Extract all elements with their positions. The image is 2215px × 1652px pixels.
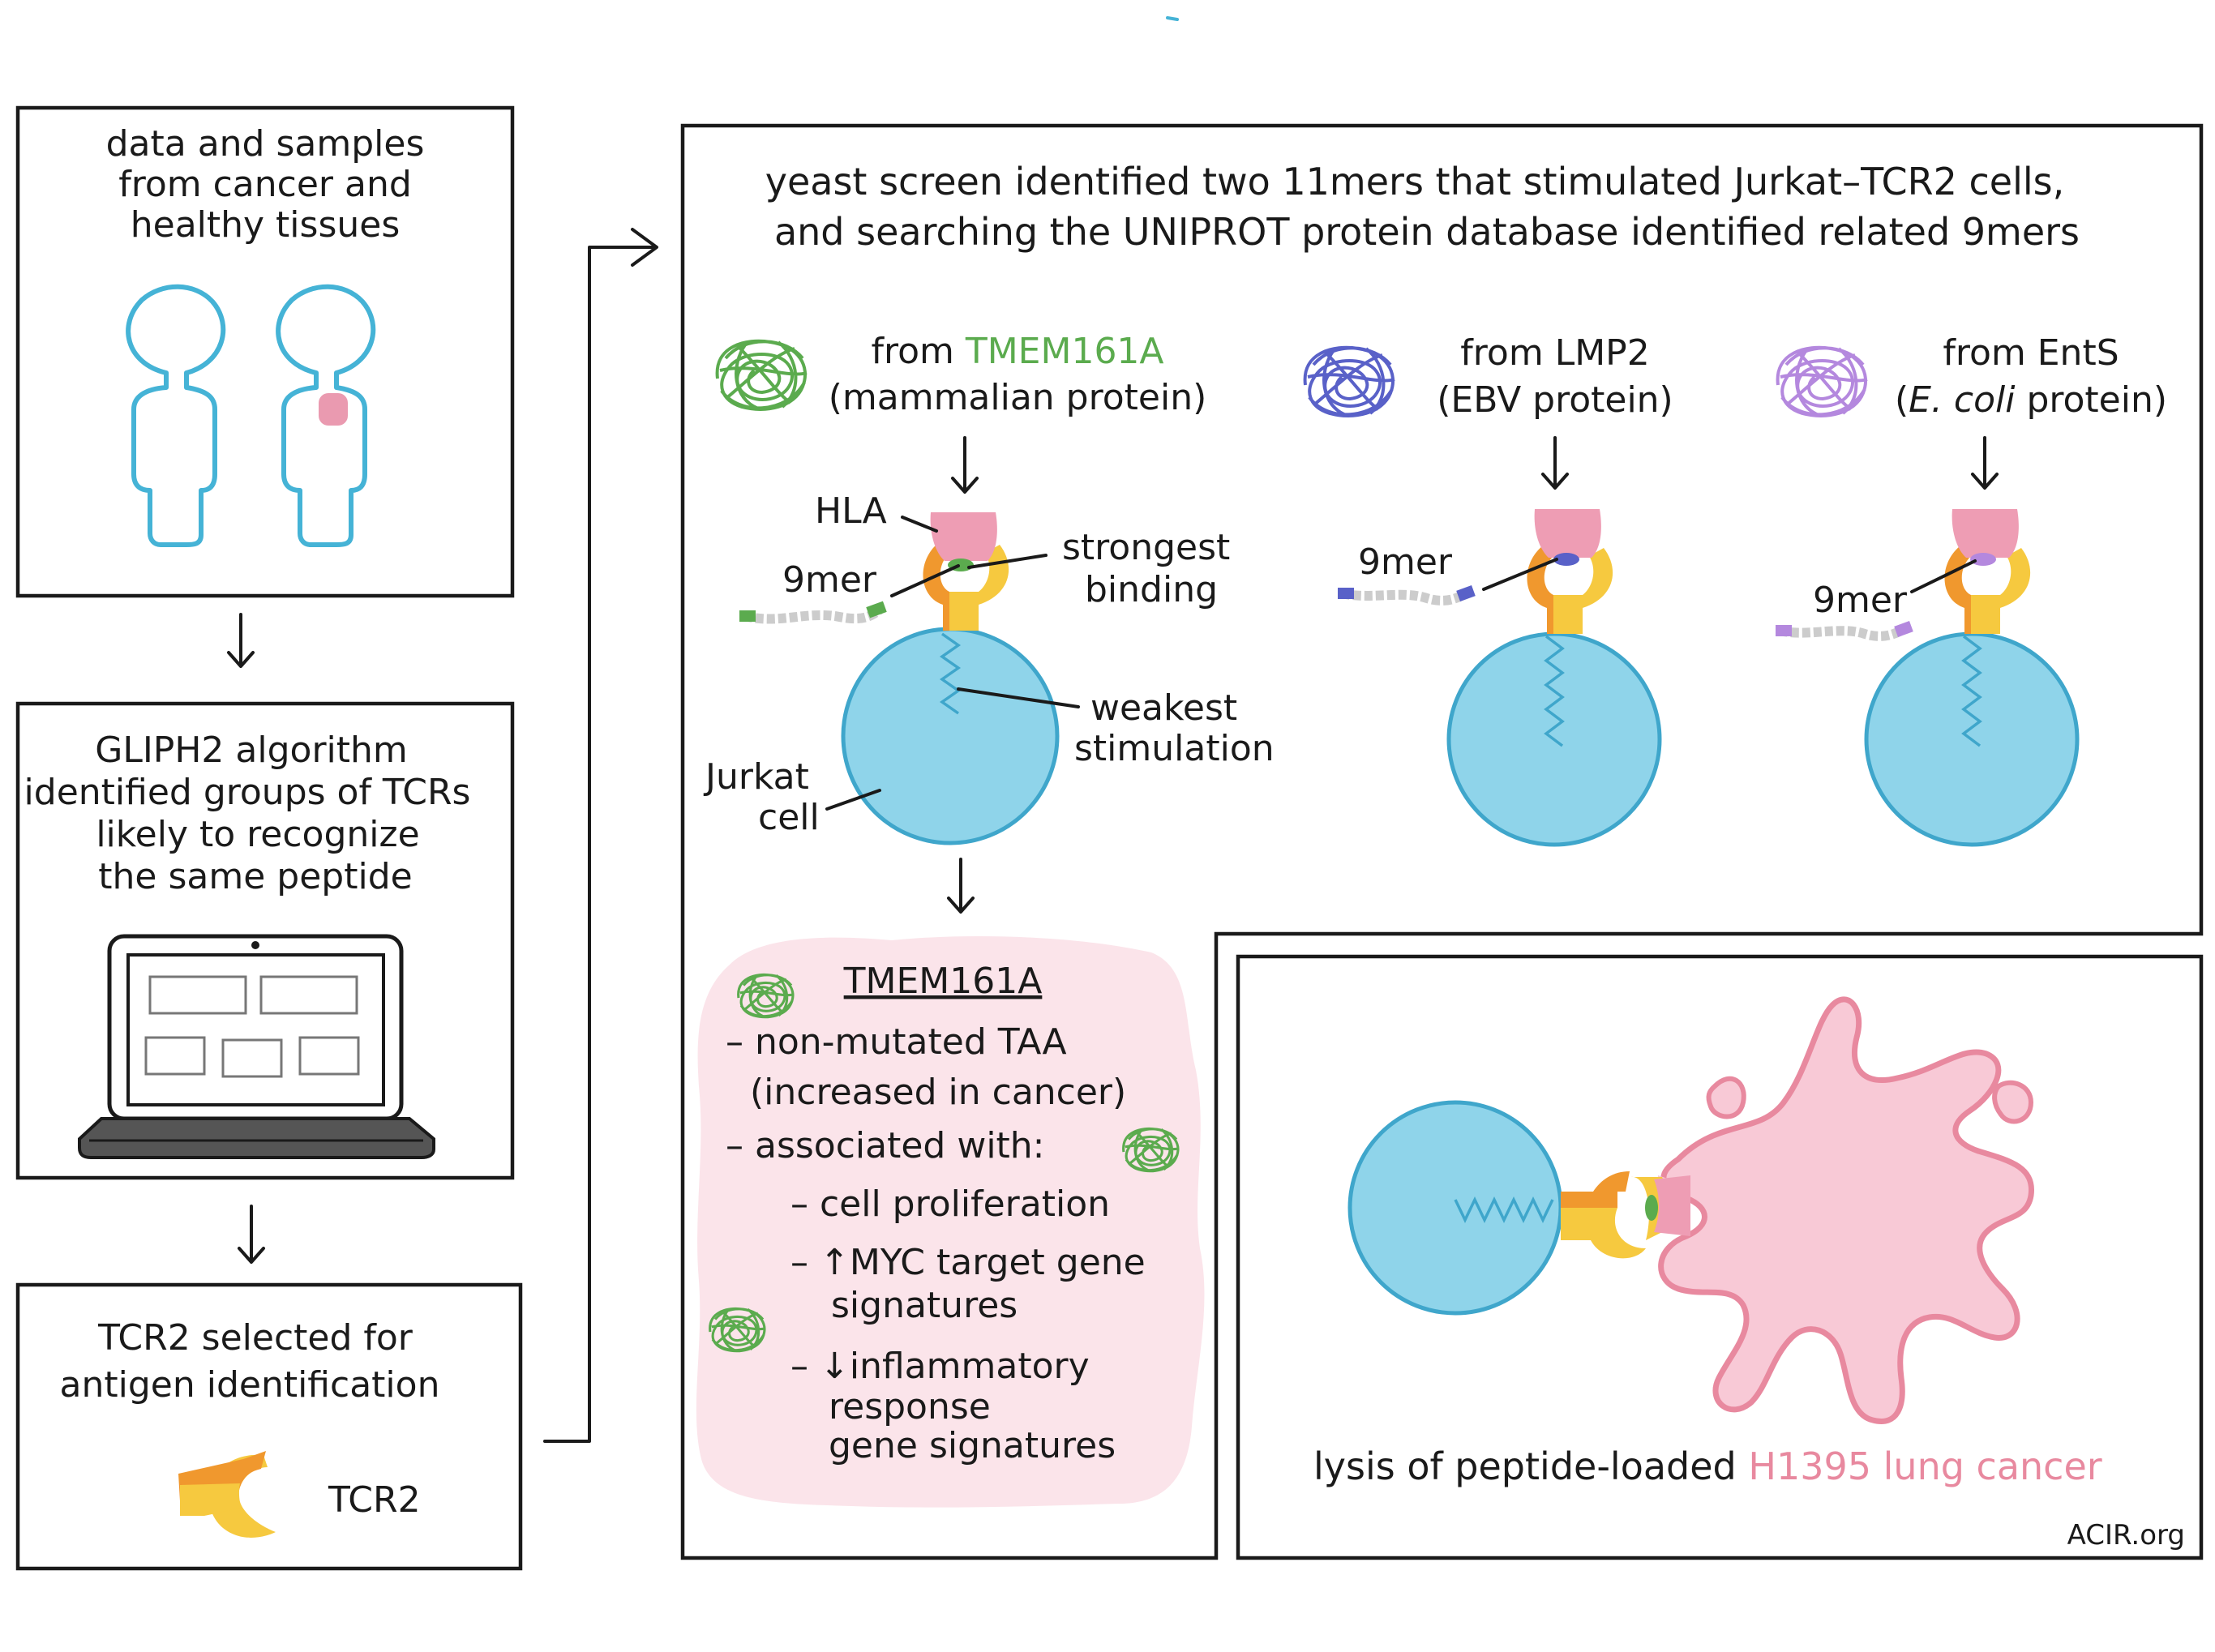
- peptide-2: [1553, 553, 1579, 566]
- source-2-desc: (EBV protein): [1437, 379, 1673, 421]
- gliph-line-1: GLIPH2 algorithm: [95, 730, 408, 771]
- arrow-source-2: [1541, 436, 1569, 490]
- ninemer-label-2: 9mer: [1358, 541, 1453, 583]
- healthy-person-icon: [126, 284, 226, 547]
- tmem-item-8: response: [829, 1386, 991, 1427]
- weakest-label-2: stimulation: [1074, 728, 1275, 769]
- source-2-heading: from LMP2: [1460, 332, 1649, 374]
- jurkat-cell-lysis: [1347, 1100, 1563, 1316]
- ninemer-label-3: 9mer: [1813, 580, 1908, 621]
- ninemer-leader-3: [1910, 559, 1977, 593]
- ninemer-leader-2: [1482, 558, 1558, 591]
- arrow-source-1: [951, 436, 979, 494]
- arrow-to-tmem-box: [947, 858, 975, 914]
- lmp2-protein-icon: [1303, 345, 1396, 417]
- weakest-label-1: weakest: [1090, 687, 1237, 729]
- gliph-line-4: the same peptide: [98, 856, 412, 897]
- jurkat-label-1: Jurkat: [703, 756, 809, 798]
- tcr2-box: [15, 1282, 523, 1571]
- tmem161a-info-blob: [696, 936, 1205, 1508]
- laptop-icon: [78, 934, 435, 1159]
- tmem-item-2: (increased in cancer): [750, 1072, 1126, 1113]
- cancer-cell-icon: [1656, 996, 2035, 1424]
- lysis-caption: lysis of peptide-loaded H1395 lung cance…: [1313, 1444, 2102, 1488]
- arrow-samples-to-gliph: [227, 613, 255, 668]
- arrow-source-3: [1971, 436, 1999, 490]
- lysis-box: [1236, 954, 2204, 1560]
- jurkat-cell-3: [1864, 631, 2080, 847]
- hla-label: HLA: [815, 490, 887, 532]
- tcr-hla-interaction: [1561, 1171, 1690, 1259]
- tmem-item-3: – associated with:: [726, 1125, 1045, 1166]
- samples-line-1: data and samples: [106, 123, 425, 165]
- hla-molecule-3: [1952, 509, 2019, 558]
- screen-box: [680, 123, 2204, 1560]
- arrow-tcr2-to-screen: [543, 228, 658, 1443]
- tmem-item-6: signatures: [831, 1285, 1018, 1326]
- peptide-3: [1970, 553, 1996, 566]
- tcr-icon: [178, 1451, 276, 1538]
- tmem-item-7: – ↓inflammatory: [790, 1346, 1090, 1387]
- tcr2-line-1: TCR2 selected for: [97, 1317, 413, 1359]
- source-3-heading: from EntS: [1943, 332, 2119, 374]
- strongest-leader: [967, 554, 1048, 569]
- hla-leader: [901, 516, 938, 533]
- tmem-item-9: gene signatures: [829, 1425, 1116, 1466]
- ninemer-chain-3: [1776, 621, 1913, 641]
- gliph-line-3: likely to recognize: [96, 814, 419, 855]
- tcr2-label: TCR2: [328, 1479, 421, 1521]
- decorative-dash: [1166, 16, 1179, 21]
- gliph-line-2: identified groups of TCRs: [24, 772, 471, 813]
- ents-protein-icon: [1776, 345, 1869, 417]
- jurkat-cell-1: [841, 627, 1060, 845]
- arrow-gliph-to-tcr2: [238, 1205, 265, 1264]
- source-1-heading: from TMEM161A: [871, 331, 1163, 372]
- acir-watermark: ACIR.org: [2067, 1519, 2185, 1551]
- source-3-desc: (E. coli protein): [1895, 379, 2167, 421]
- cancer-patient-icon: [276, 284, 376, 547]
- strongest-label-2: binding: [1085, 569, 1218, 610]
- source-1-desc: (mammalian protein): [829, 377, 1207, 418]
- ninemer-chain-1: [739, 601, 887, 624]
- jurkat-leader: [825, 789, 881, 811]
- tmem-item-1: – non-mutated TAA: [726, 1021, 1067, 1063]
- tumor-patch: [319, 393, 348, 426]
- ninemer-label-1: 9mer: [782, 559, 877, 601]
- hla-molecule-1: [930, 512, 997, 561]
- tmem-item-4: – cell proliferation: [790, 1183, 1110, 1225]
- samples-box: [15, 105, 515, 598]
- jurkat-cell-2: [1446, 631, 1662, 847]
- weakest-leader: [957, 687, 1080, 708]
- ninemer-chain-2: [1338, 585, 1476, 606]
- hla-molecule-2: [1534, 509, 1601, 558]
- screen-line-2: and searching the UNIPROT protein databa…: [774, 210, 2080, 254]
- gliph-box: [15, 701, 515, 1180]
- tmem-item-5: – ↑MYC target gene: [790, 1242, 1146, 1283]
- samples-line-3: healthy tissues: [131, 204, 401, 246]
- jurkat-label-2: cell: [758, 797, 820, 838]
- tmem161a-protein-icon: [715, 339, 808, 411]
- strongest-label-1: strongest: [1062, 527, 1230, 568]
- samples-line-2: from cancer and: [118, 164, 412, 205]
- screen-line-1: yeast screen identified two 11mers that …: [765, 160, 2065, 203]
- tcr2-line-2: antigen identification: [60, 1364, 440, 1406]
- ninemer-leader-1: [890, 564, 960, 597]
- tmem161a-title: TMEM161A: [843, 961, 1043, 1002]
